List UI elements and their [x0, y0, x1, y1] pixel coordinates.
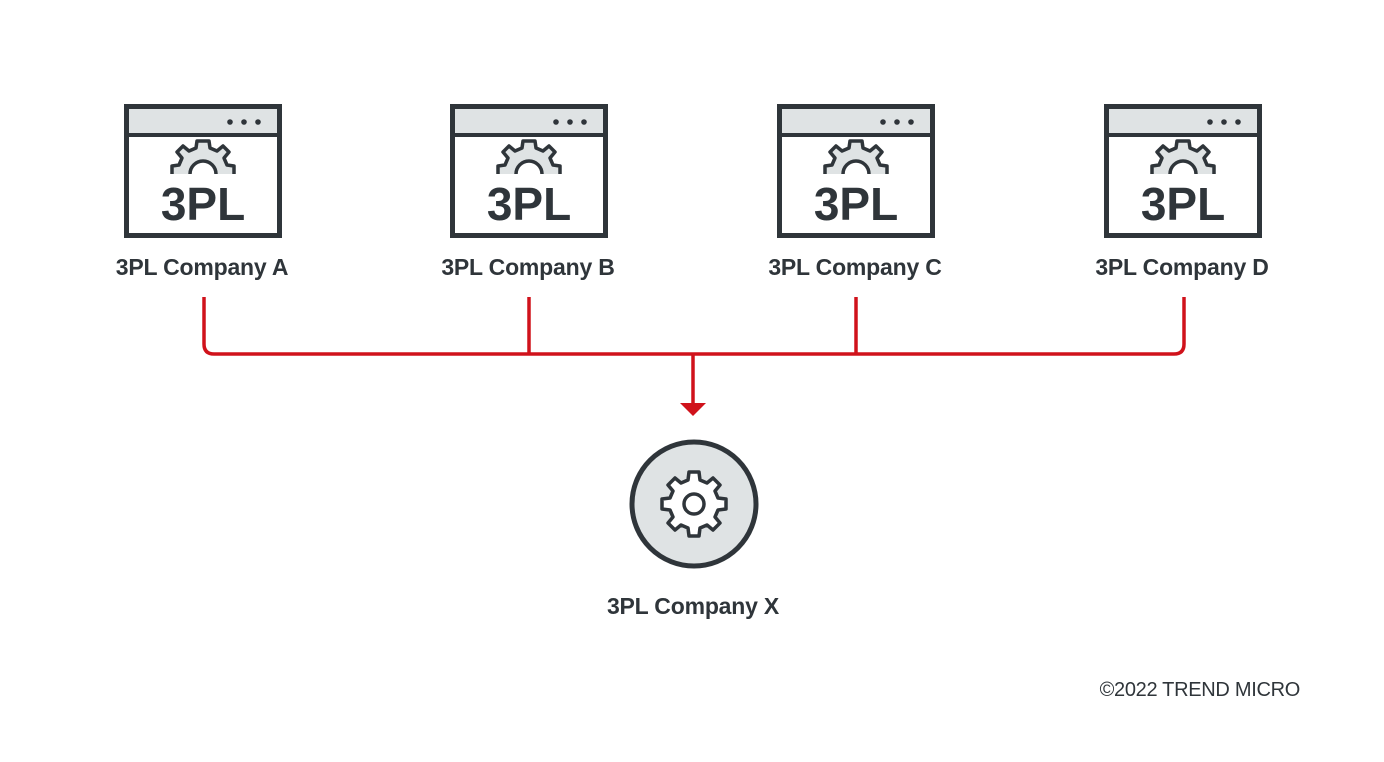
company-node-a: 3PL 3PL Company A	[82, 104, 322, 294]
arrow-down-icon	[680, 403, 706, 416]
company-label: 3PL Company D	[1095, 254, 1269, 280]
3pl-window-gear-icon: 3PL	[450, 104, 608, 238]
3pl-window-gear-icon: 3PL	[1104, 104, 1262, 238]
connector-company-d	[693, 297, 1186, 356]
company-label: 3PL Company B	[441, 254, 615, 280]
svg-text:3PL: 3PL	[161, 178, 245, 230]
hub-label: 3PL Company X	[606, 593, 780, 619]
connector-company-a	[202, 297, 693, 356]
hub-node: 3PL Company X	[573, 438, 813, 628]
company-label: 3PL Company C	[768, 254, 942, 280]
copyright-text: ©2022 TREND MICRO	[1099, 679, 1301, 701]
3pl-window-gear-icon: 3PL	[124, 104, 282, 238]
svg-text:3PL: 3PL	[487, 178, 571, 230]
company-node-b: 3PL 3PL Company B	[408, 104, 648, 294]
3pl-window-gear-icon: 3PL	[777, 104, 935, 238]
gear-circle-icon	[629, 439, 759, 569]
svg-text:3PL: 3PL	[814, 178, 898, 230]
company-label: 3PL Company A	[115, 254, 289, 280]
company-node-c: 3PL 3PL Company C	[735, 104, 975, 294]
company-node-d: 3PL 3PL Company D	[1062, 104, 1302, 294]
svg-text:3PL: 3PL	[1141, 178, 1225, 230]
